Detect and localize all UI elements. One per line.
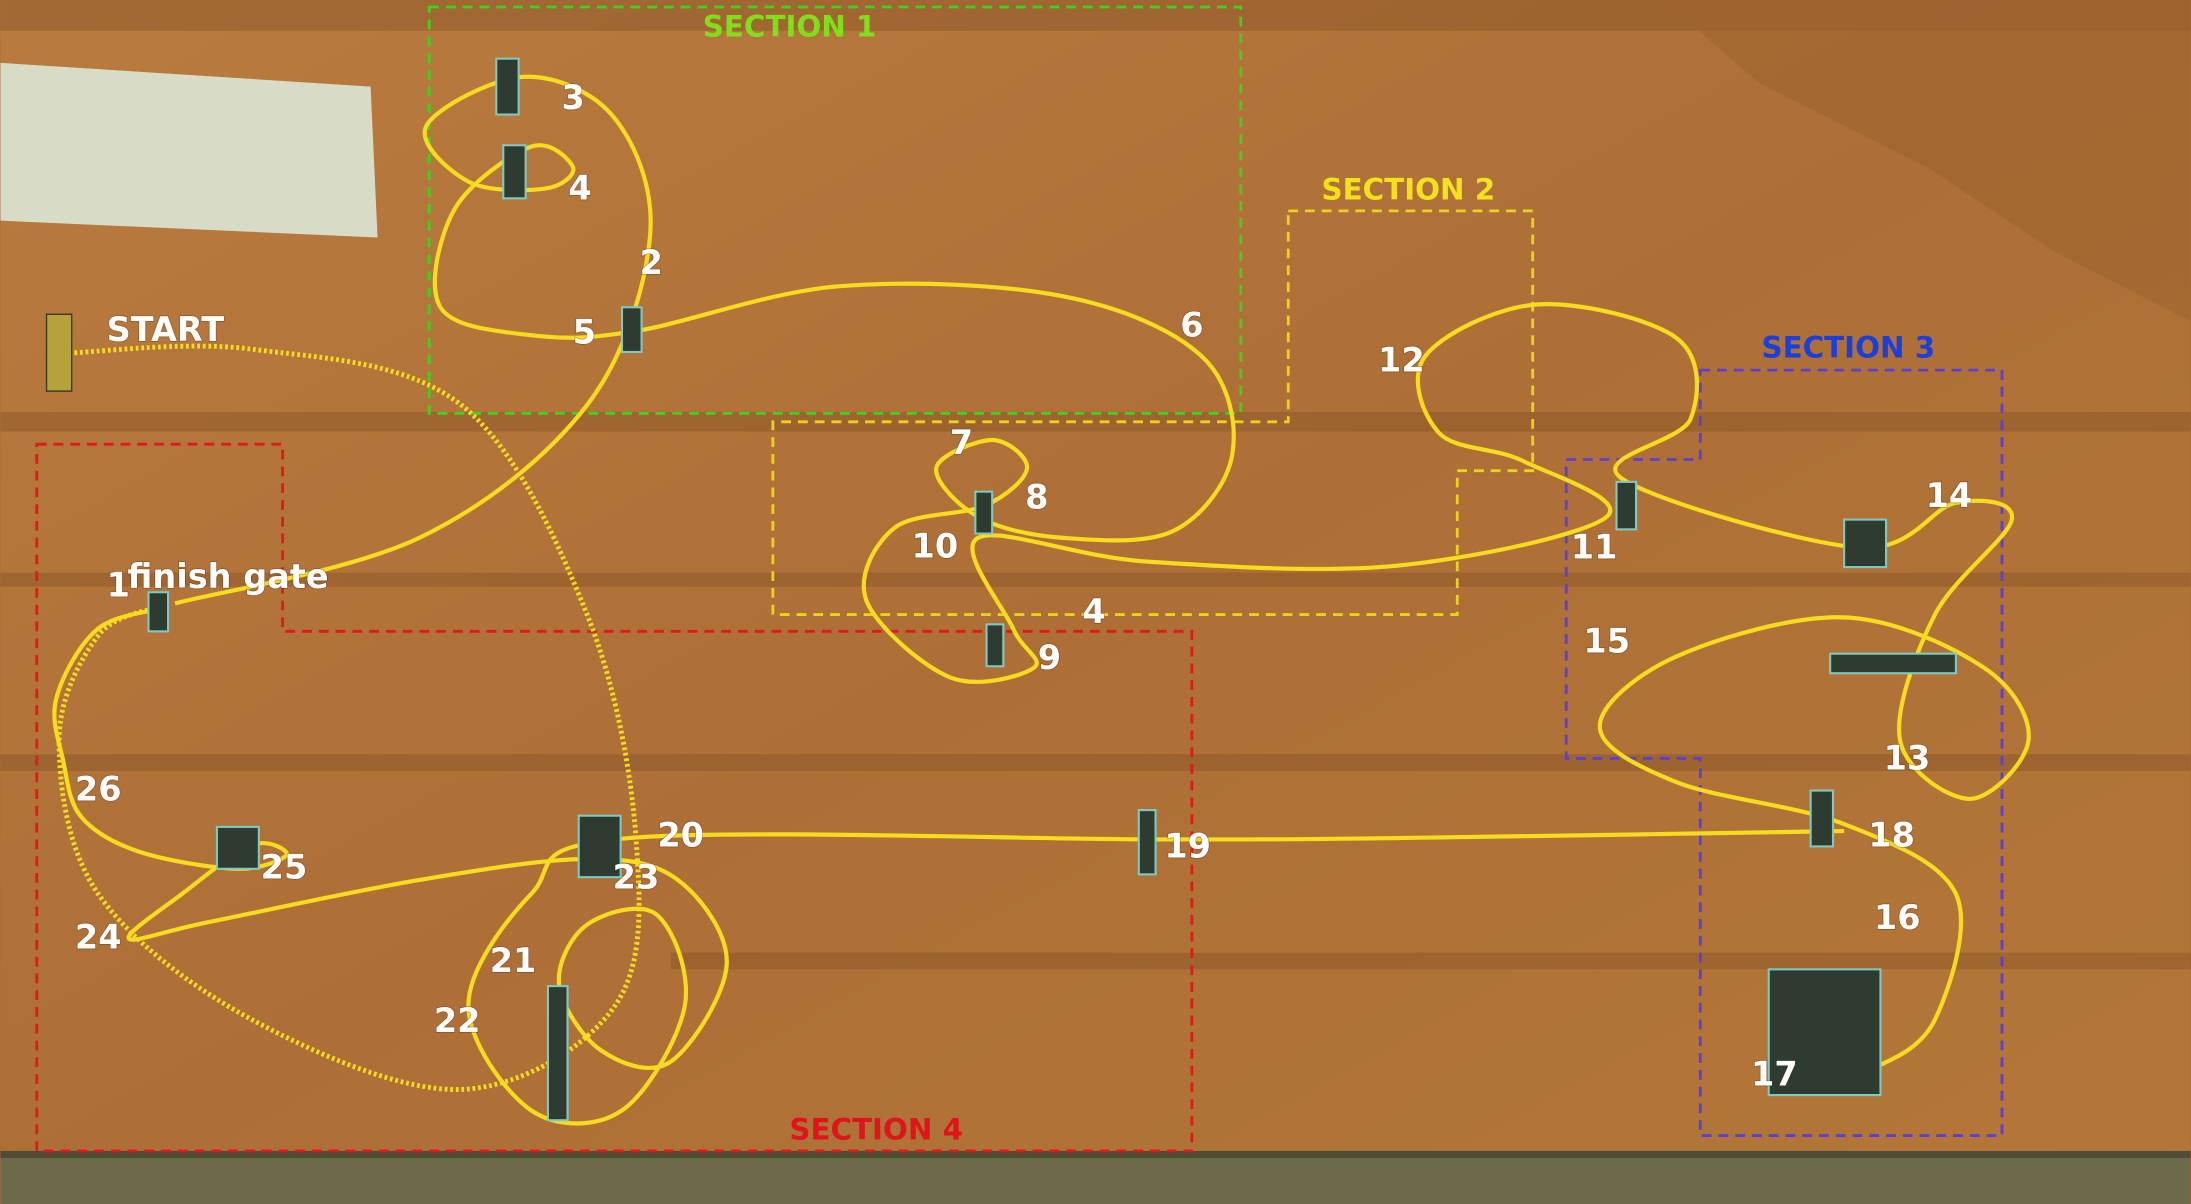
gate-number-label: 20 — [657, 815, 704, 854]
race-gate — [1137, 809, 1157, 876]
gate-number-label: 9 — [1038, 638, 1061, 677]
gate-number-label: 3 — [561, 78, 584, 117]
section-4-label: SECTION 4 — [789, 1113, 963, 1147]
gate-number-label: 5 — [573, 313, 596, 352]
gate-number-label: 12 — [1378, 341, 1425, 380]
section-2-box — [771, 209, 1535, 616]
gate-number-label: 14 — [1926, 476, 1973, 515]
gate-number-label: 24 — [75, 917, 122, 956]
gate-number-label: 13 — [1884, 739, 1931, 778]
gate-number-label: 15 — [1583, 621, 1630, 660]
section-4-box — [35, 442, 1194, 1153]
race-gate — [1767, 968, 1882, 1097]
race-gate — [502, 144, 527, 200]
start-gate — [45, 313, 73, 392]
gate-number-label: 4 — [1082, 592, 1105, 631]
gate-number-label: 22 — [434, 1001, 481, 1040]
gate-number-label: 21 — [490, 941, 537, 980]
finish-gate-label: finish gate — [128, 557, 329, 596]
gate-number-label: 19 — [1164, 827, 1211, 866]
gate-number-label: 26 — [75, 769, 122, 808]
race-gate — [577, 814, 622, 879]
race-gate — [1809, 789, 1835, 848]
section-3-label: SECTION 3 — [1761, 331, 1935, 365]
gate-number-label: 18 — [1868, 815, 1915, 854]
race-gate — [1843, 518, 1888, 569]
gate-number-label: 17 — [1751, 1054, 1798, 1093]
race-gate — [620, 306, 643, 354]
section-2-label: SECTION 2 — [1322, 173, 1496, 207]
race-gate — [985, 623, 1005, 668]
race-gate — [147, 591, 170, 633]
gate-number-label: 23 — [613, 857, 660, 896]
gate-number-label: 11 — [1571, 528, 1618, 567]
section-1-box — [427, 5, 1243, 415]
fence-rail — [0, 1150, 2191, 1158]
race-gate — [495, 57, 520, 116]
race-gate — [215, 825, 260, 870]
gate-number-label: 6 — [1180, 306, 1203, 345]
start-to-finish-path — [56, 343, 642, 1092]
finish-number: 1 — [107, 565, 130, 604]
gate-number-label: 25 — [261, 848, 308, 887]
gate-number-label: 4 — [568, 169, 591, 208]
race-gate — [1829, 652, 1957, 675]
boundary-fence — [0, 1156, 2191, 1204]
gate-number-label: 10 — [912, 526, 959, 565]
race-gate — [974, 490, 994, 535]
gate-number-label: 2 — [640, 243, 663, 282]
race-gate — [1615, 480, 1638, 531]
gate-number-label: 8 — [1025, 477, 1048, 516]
gate-number-label: 7 — [950, 423, 973, 462]
section-3-box — [1564, 368, 2004, 1137]
start-platform — [0, 62, 378, 238]
race-gate — [546, 985, 569, 1122]
section-1-label: SECTION 1 — [703, 9, 877, 43]
gate-number-label: 16 — [1874, 898, 1921, 937]
start-label: START — [107, 310, 225, 349]
